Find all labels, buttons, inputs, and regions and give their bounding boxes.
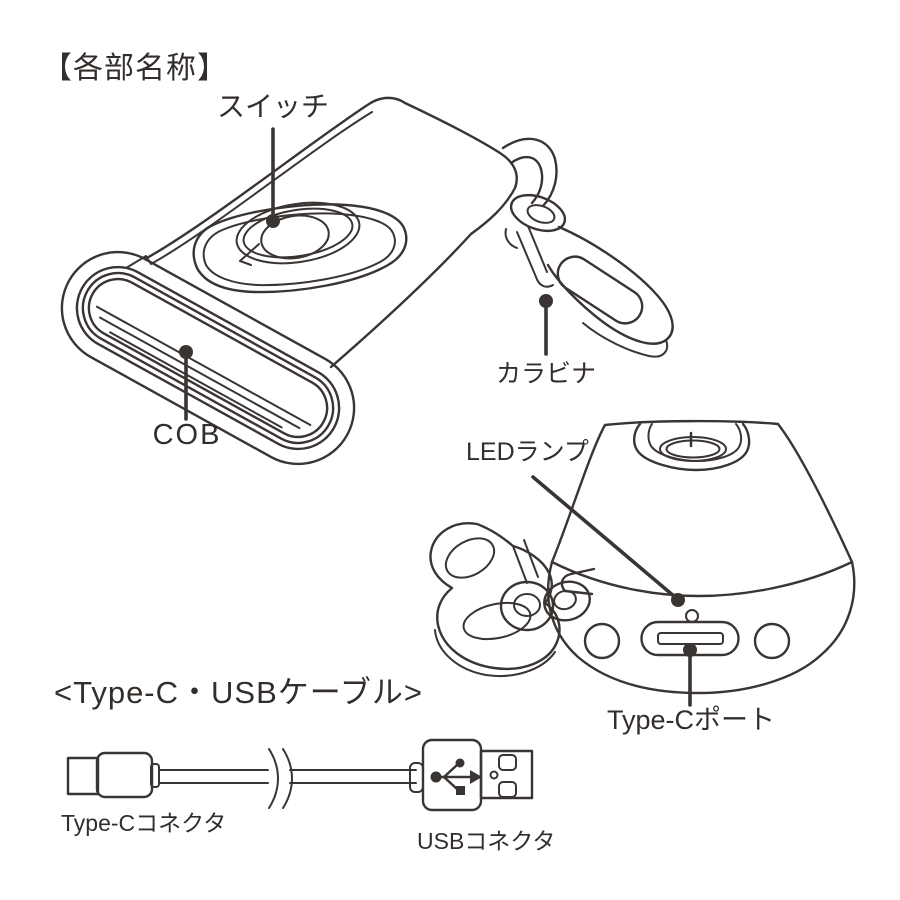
cable-section-heading: <Type-C・USBケーブル> [54,675,424,710]
carabiner-drawing [504,193,674,358]
device2-bottom-face [546,560,856,695]
cob-label: COB [152,419,222,451]
device2-body-outline [550,419,854,564]
device-perspective-view-drawing [60,96,674,466]
usb-connector-label: USBコネクタ [417,828,556,854]
led-pointer [531,475,685,607]
type-c-port-slot [657,632,724,645]
cable-break-mark [268,748,279,809]
cable-drawing [66,738,534,812]
cob-pointer [179,345,193,421]
usb-trident-icon [430,758,482,795]
cob-face-drawing [60,250,356,466]
device2-switch-end-drawing [632,422,751,472]
usb-connector-drawing [409,738,534,812]
carabiner-label: カラビナ [495,360,597,388]
type-c-connector-label: Type-Cコネクタ [61,810,227,836]
switch-pointer [266,127,280,228]
bottom-left-circle [583,622,621,660]
device-body-outline [143,96,518,369]
bottom-right-circle [753,622,791,660]
strap-ring-drawing [543,567,596,622]
switch-label: スイッチ [216,91,330,122]
port-pointer [683,643,697,707]
device-bottom-view-drawing [429,419,856,707]
page-title: 【各部名称】 [42,52,228,85]
carabiner-pointer [539,294,553,356]
type-c-port-label: Type-Cポート [606,705,776,735]
device-seam-line [125,111,373,269]
switch-plateau-drawing [192,201,408,294]
type-c-connector-drawing [66,751,160,799]
carabiner2-drawing [429,522,561,677]
strap-loop-drawing [501,137,558,208]
cable-wire [158,748,417,809]
led-lamp-label: LEDランプ [466,438,589,466]
device2-seam-line [550,560,854,598]
led-lamp-hole [685,609,699,623]
